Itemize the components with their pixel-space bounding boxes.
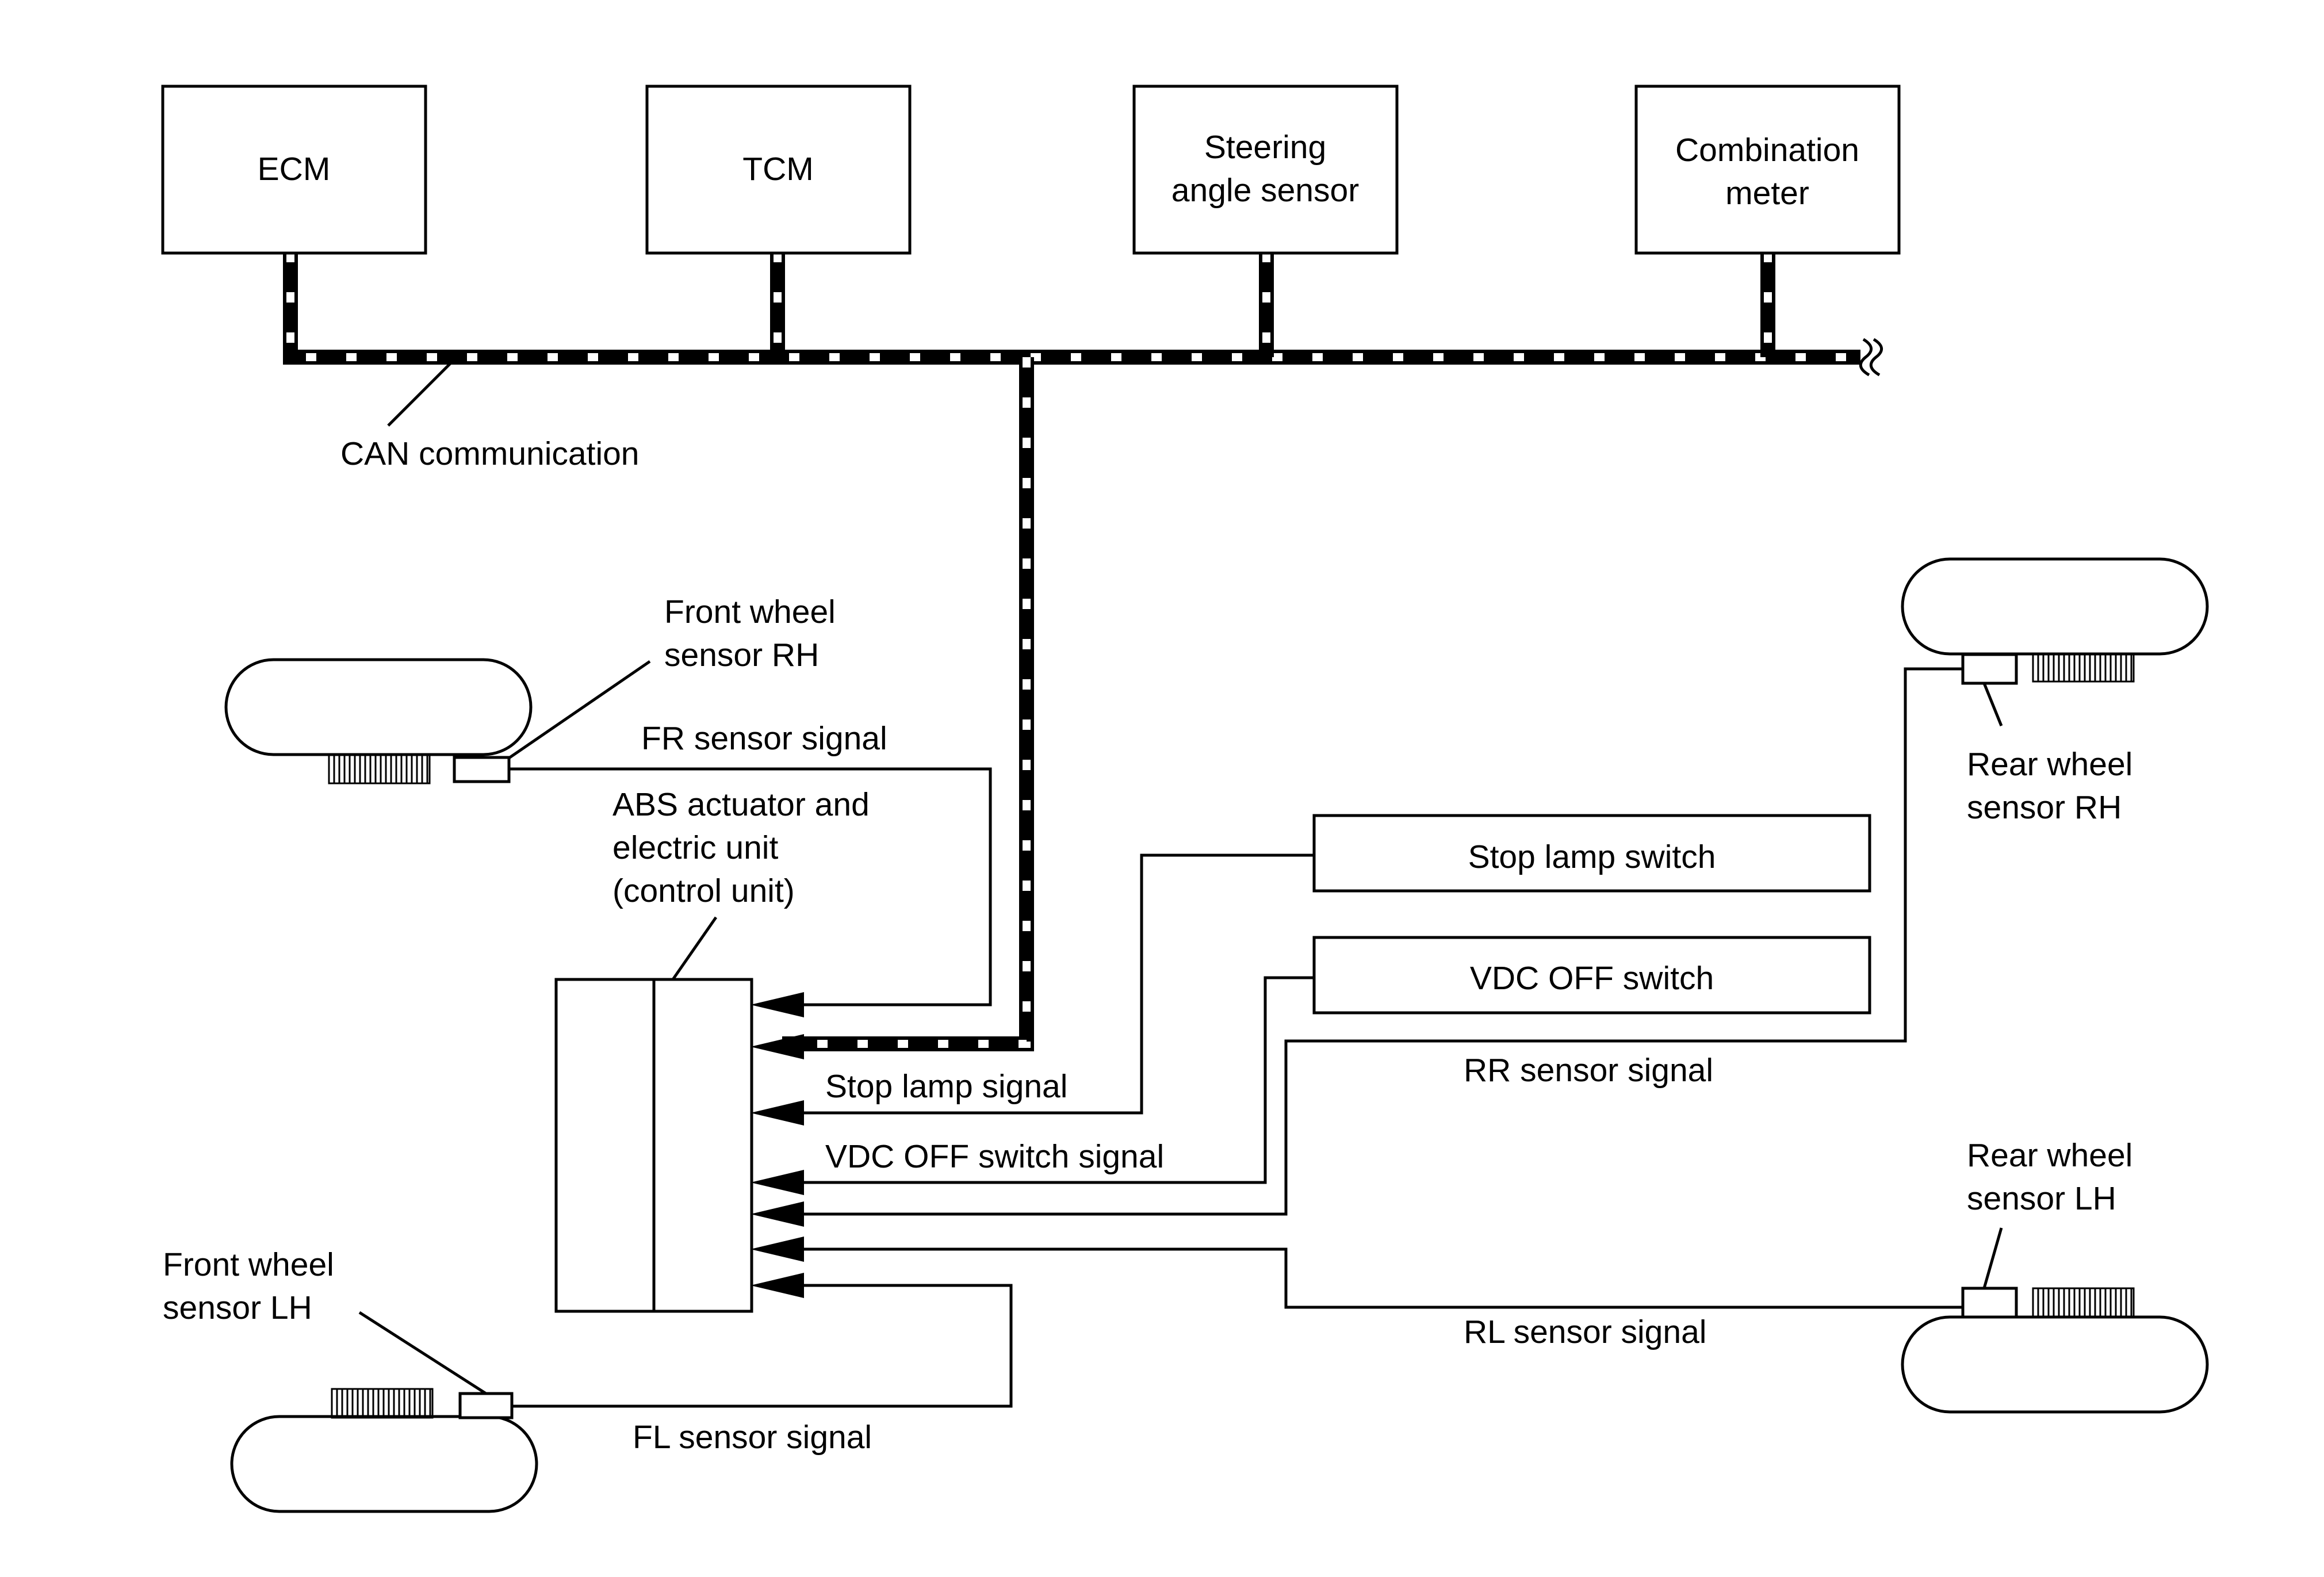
rear-rh-label-line2: sensor RH: [1967, 789, 2122, 826]
sensor-rotor-teeth-frh: [328, 753, 431, 784]
fl-signal-wire: [512, 1284, 1013, 1408]
fl-signal-label: FL sensor signal: [633, 1419, 872, 1456]
abs-unit-label-line2: electric unit: [612, 829, 778, 866]
combination-label-line1: Combination: [1675, 132, 1859, 169]
vdc-off-signal-label: VDC OFF switch signal: [825, 1138, 1164, 1175]
front-rh-leader-line: [508, 660, 651, 760]
rear-wheel-rh-sensor: [1961, 653, 2018, 685]
front-rh-label-line1: Front wheel: [664, 594, 836, 630]
ecm-label: ECM: [258, 151, 331, 187]
steering-label-line2: angle sensor: [1171, 172, 1359, 209]
sensor-rotor-teeth-rrh: [2032, 653, 2135, 683]
can-communication-label: CAN communication: [340, 435, 640, 472]
stop-lamp-switch-label: Stop lamp switch: [1468, 839, 1716, 875]
rear-rh-label-line1: Rear wheel: [1967, 746, 2132, 783]
abs-unit-label-line1: ABS actuator and: [612, 786, 870, 823]
fr-input-arrow: [751, 992, 804, 1017]
sensor-rotor-teeth-flh: [331, 1388, 434, 1419]
fl-input-arrow: [751, 1273, 804, 1298]
front-wheel-rh: [224, 658, 533, 784]
rear-wheel-rh: [1901, 557, 2209, 685]
can-input-arrow: [751, 1034, 804, 1059]
rear-lh-leader-line: [1982, 1227, 2003, 1289]
input-arrows: [751, 992, 804, 1298]
front-tire-lh: [230, 1415, 538, 1513]
stop-lamp-input-arrow: [751, 1100, 804, 1126]
rear-lh-label-line1: Rear wheel: [1967, 1137, 2132, 1174]
can-bus: [283, 252, 1883, 1051]
abs-unit-label-line3: (control unit): [612, 872, 795, 909]
abs-control-unit: [554, 978, 753, 1313]
front-wheel-rh-sensor: [453, 756, 511, 783]
rear-lh-label-line2: sensor LH: [1967, 1180, 2116, 1217]
sensor-rotor-teeth-rlh: [2032, 1287, 2135, 1318]
steering-angle-sensor-module: Steering angle sensor: [1132, 85, 1399, 255]
rear-wheel-lh-sensor: [1961, 1287, 2018, 1319]
ecm-module: ECM: [161, 85, 427, 255]
rr-input-arrow: [751, 1201, 804, 1227]
front-lh-label-line2: sensor LH: [163, 1289, 312, 1326]
stop-lamp-switch: Stop lamp switch: [1312, 814, 1871, 893]
fr-signal-label: FR sensor signal: [641, 720, 887, 757]
front-rh-label-line2: sensor RH: [664, 637, 819, 673]
vdc-off-input-arrow: [751, 1170, 804, 1195]
stop-lamp-signal-wire: [804, 853, 1314, 1115]
rl-signal-label: RL sensor signal: [1464, 1314, 1706, 1350]
rear-wheel-lh: [1901, 1287, 2209, 1414]
rl-input-arrow: [751, 1237, 804, 1262]
bus-break-mark-1: [1859, 338, 1873, 377]
rl-signal-wire: [804, 1247, 1963, 1309]
vdc-off-switch-label: VDC OFF switch: [1470, 960, 1714, 997]
front-lh-leader-line: [358, 1311, 487, 1395]
fr-signal-wire: [509, 767, 992, 1006]
abs-unit-leader-line: [671, 916, 718, 981]
bus-break-mark-2: [1869, 338, 1883, 377]
combination-meter-module: Combination meter: [1634, 85, 1901, 255]
front-wheel-lh-sensor: [458, 1392, 514, 1419]
steering-label-line1: Steering: [1204, 129, 1326, 166]
combination-label-line2: meter: [1725, 175, 1809, 212]
rr-signal-label: RR sensor signal: [1464, 1052, 1713, 1089]
tcm-label: TCM: [742, 151, 813, 187]
rear-tire-lh: [1901, 1315, 2209, 1414]
front-wheel-lh: [230, 1388, 538, 1513]
rr-signal-wire: [804, 667, 1963, 1216]
tcm-module: TCM: [645, 85, 912, 255]
vdc-off-signal-wire: [804, 976, 1314, 1184]
stop-lamp-signal-label: Stop lamp signal: [825, 1068, 1067, 1105]
vdc-off-switch: VDC OFF switch: [1312, 936, 1871, 1015]
front-tire-rh: [224, 658, 533, 756]
rear-rh-leader-line: [1982, 683, 2003, 726]
front-lh-label-line1: Front wheel: [163, 1246, 334, 1283]
rear-tire-rh: [1901, 557, 2209, 656]
can-leader-line: [387, 361, 453, 427]
